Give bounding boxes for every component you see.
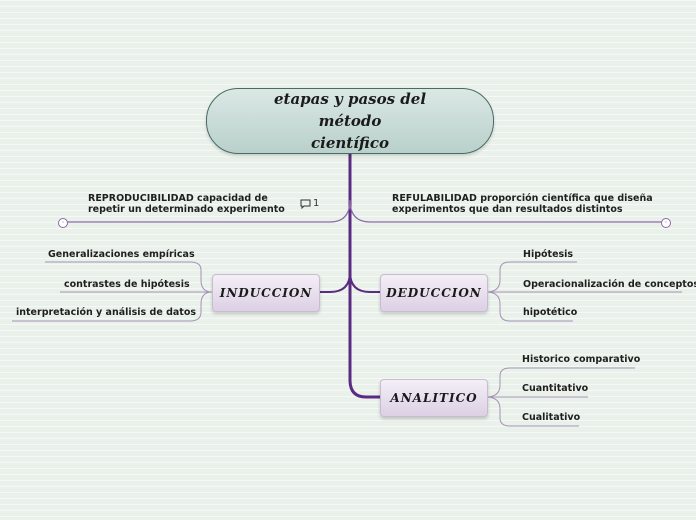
- root-topic[interactable]: etapas y pasos del método científico: [206, 88, 494, 154]
- branch-induccion-label: INDUCCION: [219, 286, 313, 300]
- leaf-operacionalizacion[interactable]: Operacionalización de conceptos: [523, 279, 696, 290]
- root-title-line2: científico: [311, 134, 389, 152]
- leaf-generalizaciones[interactable]: Generalizaciones empíricas: [48, 249, 195, 260]
- floating-topic-right[interactable]: REFULABILIDAD proporción científica que …: [392, 193, 653, 215]
- collapse-toggle-right-icon[interactable]: ◦: [661, 218, 671, 228]
- comment-indicator[interactable]: 1: [300, 198, 319, 209]
- leaf-interpretacion[interactable]: interpretación y análisis de datos: [16, 307, 197, 318]
- floating-right-line2: experimentos que dan resultados distinto…: [392, 204, 623, 215]
- leaf-contrastes[interactable]: contrastes de hipótesis: [64, 279, 190, 290]
- leaf-cuantitativo[interactable]: Cuantitativo: [522, 383, 589, 394]
- branch-analitico[interactable]: ANALITICO: [380, 379, 488, 417]
- floating-right-line1: REFULABILIDAD proporción científica que …: [392, 193, 653, 204]
- comment-count: 1: [313, 198, 320, 209]
- branch-deduccion[interactable]: DEDUCCION: [380, 274, 488, 312]
- branch-deduccion-label: DEDUCCION: [386, 286, 482, 300]
- branch-analitico-label: ANALITICO: [390, 391, 478, 405]
- floating-left-line2: repetir un determinado experimento: [88, 204, 285, 215]
- leaf-hipotetico[interactable]: hipotético: [523, 307, 578, 318]
- leaf-hipotesis[interactable]: Hipótesis: [523, 249, 574, 260]
- leaf-cualitativo[interactable]: Cualitativo: [522, 412, 581, 423]
- leaf-historico[interactable]: Historico comparativo: [522, 354, 641, 365]
- comment-icon: [300, 199, 311, 209]
- floating-left-line1: REPRODUCIBILIDAD capacidad de: [88, 193, 268, 204]
- branch-induccion[interactable]: INDUCCION: [212, 274, 320, 312]
- collapse-toggle-left-icon[interactable]: ◦: [58, 218, 68, 228]
- root-title-line1: etapas y pasos del método: [273, 90, 427, 130]
- floating-topic-left[interactable]: REPRODUCIBILIDAD capacidad de repetir un…: [88, 193, 285, 215]
